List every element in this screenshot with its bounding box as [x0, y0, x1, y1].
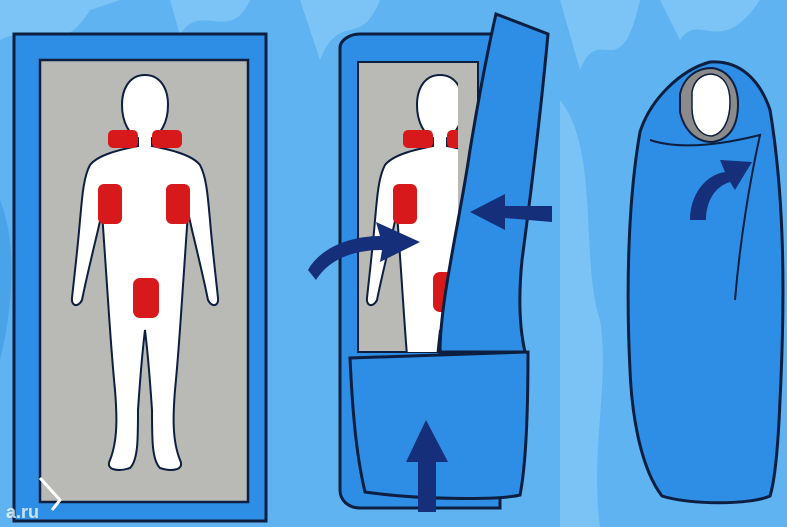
face-icon [692, 74, 730, 136]
panel-wrapping-bag [308, 14, 552, 512]
hot-zone-right-armpit [166, 184, 190, 224]
hot-zone-left-armpit [98, 184, 122, 224]
hot-zone-groin [133, 278, 159, 318]
hot-zone-right-shoulder [152, 130, 182, 148]
hot-zone-left-shoulder [108, 130, 138, 148]
bag-bottom-flap [350, 352, 528, 498]
panel-closed-bag [628, 62, 783, 503]
panel-open-bag [14, 34, 266, 521]
watermark-text: a.ru [0, 500, 45, 525]
